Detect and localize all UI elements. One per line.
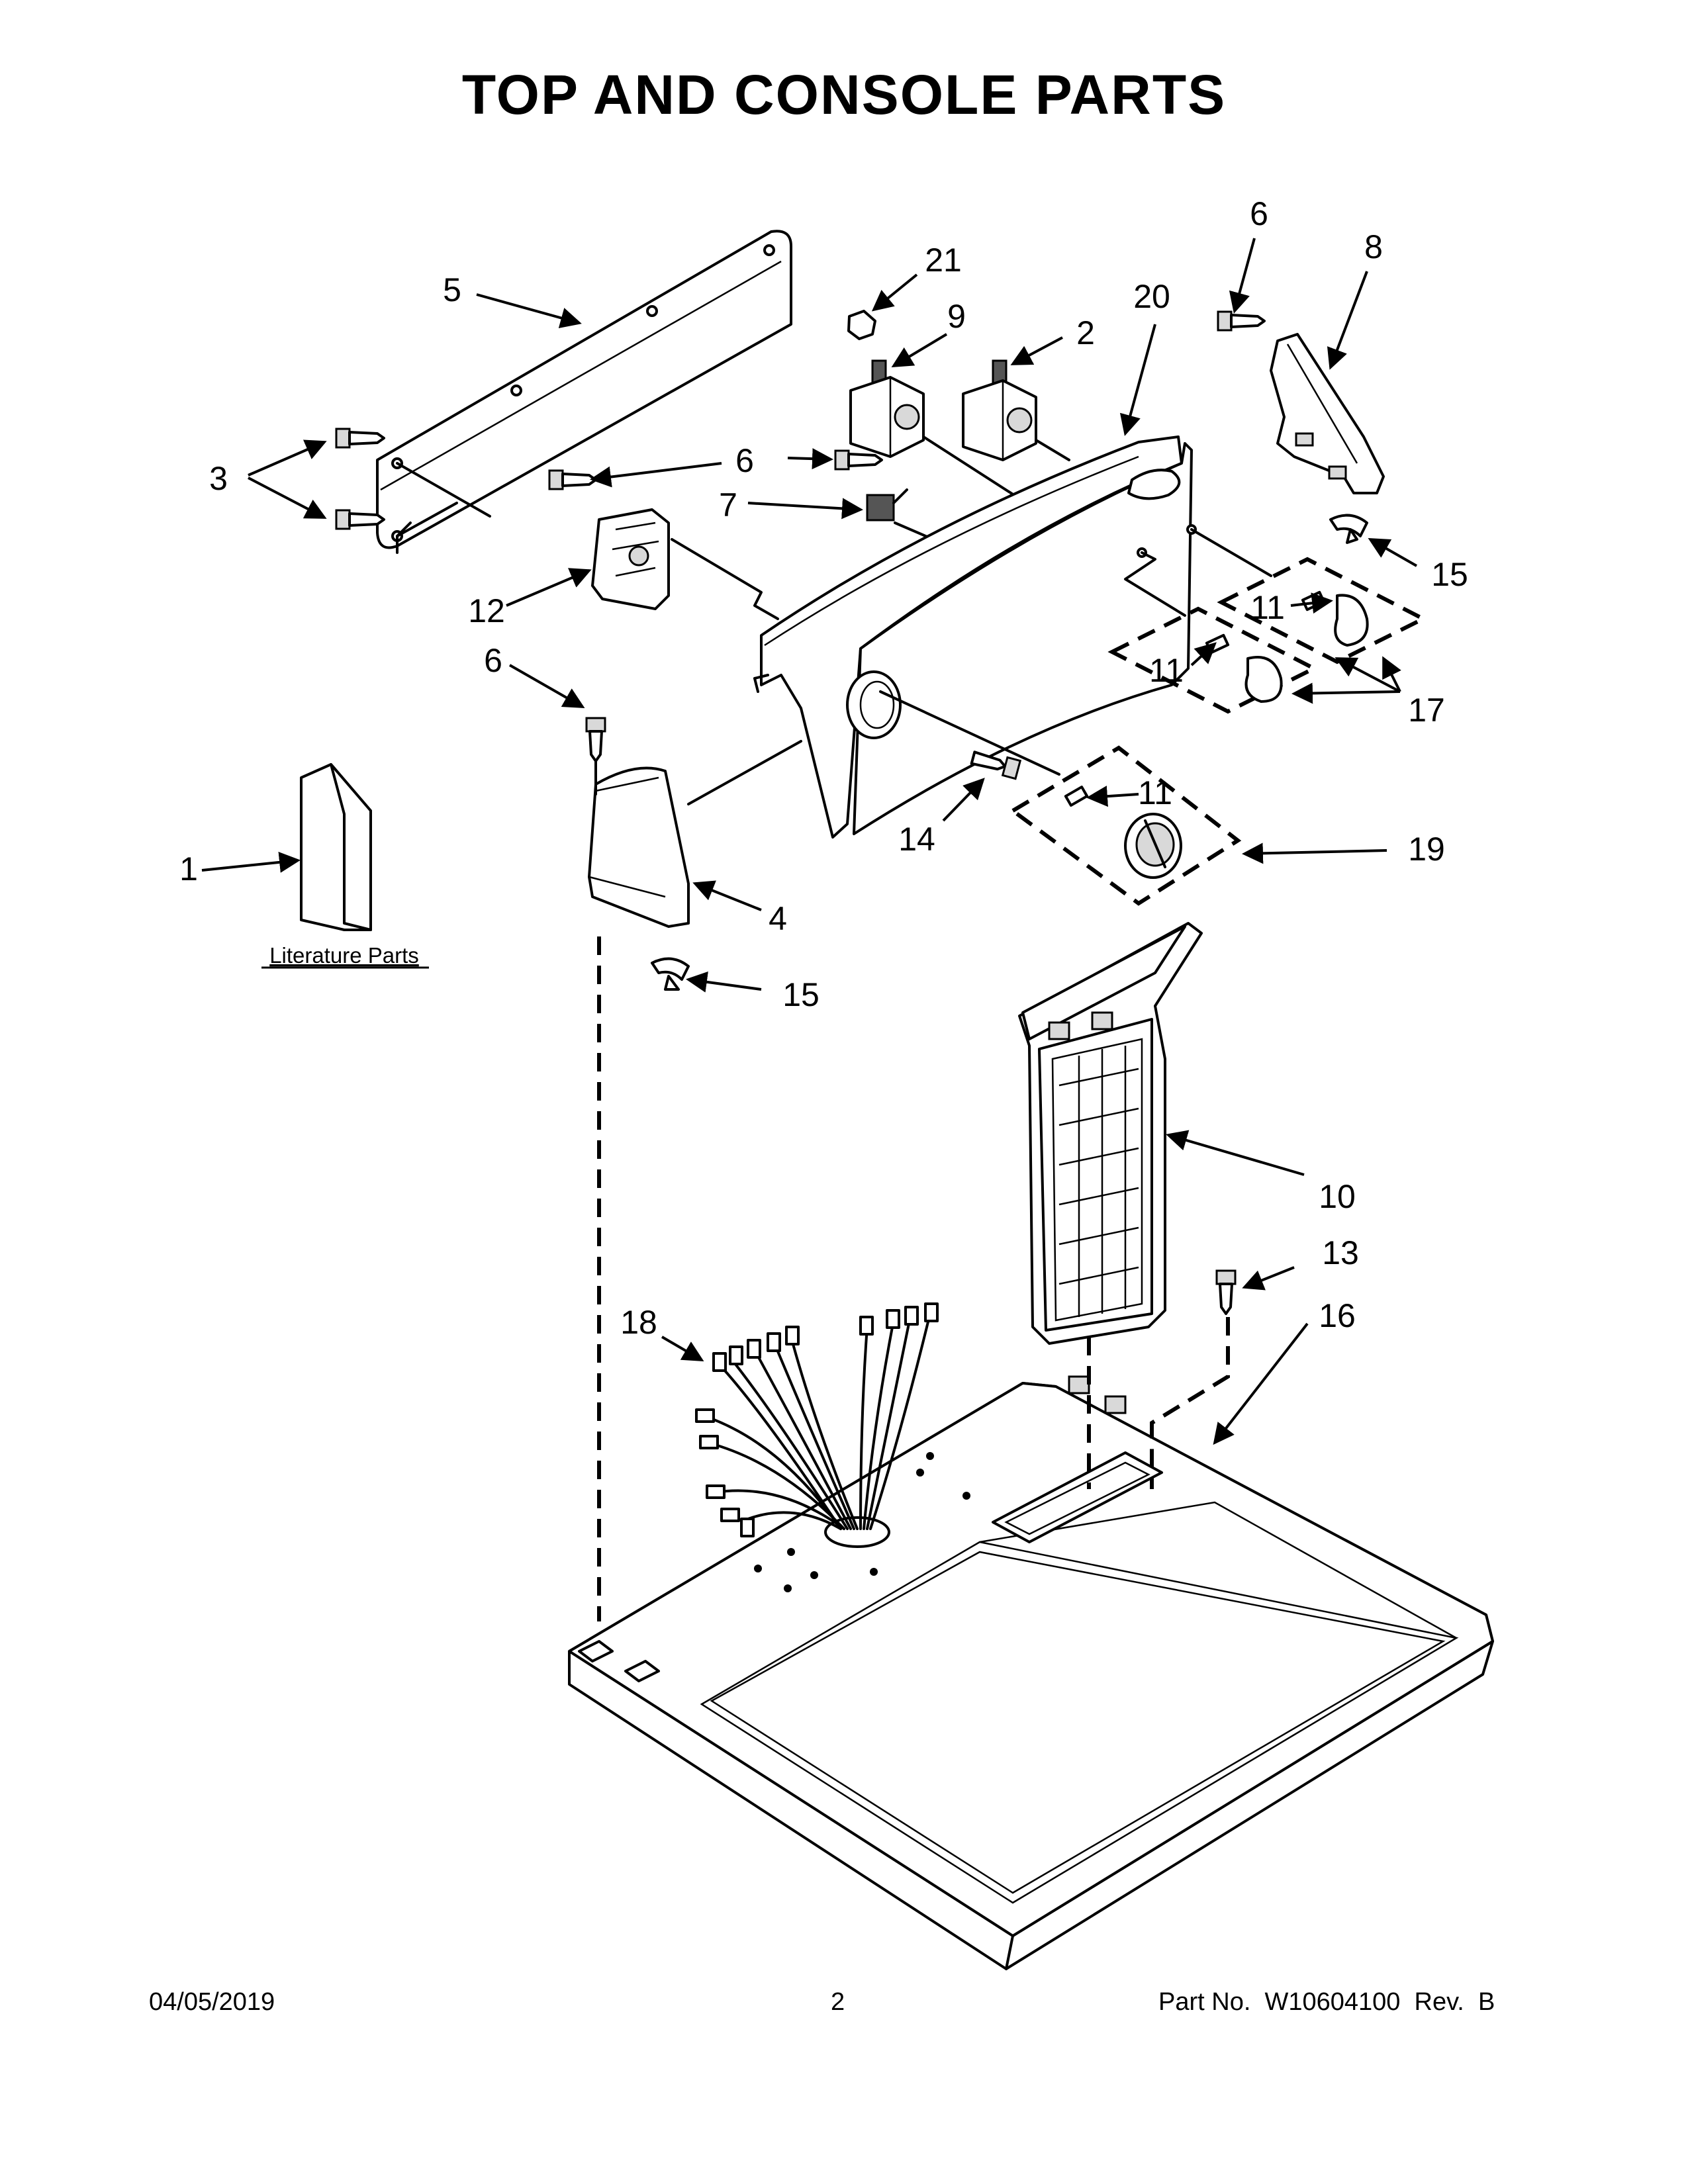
switch-part-9 (849, 359, 1017, 498)
footer-page-number: 2 (831, 1988, 845, 2016)
literature-part-1 (300, 763, 372, 931)
bracket-part-8 (1270, 333, 1385, 494)
screws-part-3 (335, 428, 491, 537)
callout-15-right: 15 (1431, 556, 1468, 593)
callout-6-center: 6 (735, 442, 754, 479)
callout-1: 1 (179, 850, 198, 887)
callout-4: 4 (769, 900, 787, 937)
callout-13: 13 (1322, 1234, 1359, 1271)
timer-part-12 (591, 508, 779, 620)
callout-20: 20 (1133, 278, 1170, 315)
screw-part-6-right (1217, 310, 1266, 332)
callout-2: 2 (1076, 314, 1095, 351)
callout-9: 9 (947, 298, 966, 335)
literature-parts-label: Literature Parts (269, 943, 419, 968)
clip-part-15-left (651, 957, 690, 991)
callout-6-right: 6 (1250, 195, 1268, 232)
callout-18: 18 (620, 1304, 657, 1341)
knob-part-21 (847, 310, 876, 340)
switch-part-2 (962, 359, 1070, 461)
screw-part-6-left (548, 469, 597, 490)
lint-screen-part-10 (1018, 922, 1203, 1345)
callout-14: 14 (898, 821, 935, 858)
page-title: TOP AND CONSOLE PARTS (461, 64, 1227, 126)
leader-arrows (201, 238, 1417, 1445)
callout-11-middle: 11 (1149, 652, 1184, 689)
callout-12: 12 (468, 592, 505, 629)
callout-11-upper: 11 (1250, 589, 1285, 626)
callout-7: 7 (719, 486, 737, 523)
footer-part-number: Part No. W10604100 Rev. B (1158, 1988, 1495, 2016)
knob-part-19 (1009, 745, 1242, 906)
callout-3: 3 (209, 460, 228, 497)
endcap-part-4 (588, 740, 802, 928)
callout-15-left: 15 (782, 976, 820, 1013)
footer-date: 04/05/2019 (149, 1988, 275, 2016)
screw-part-6-center (834, 449, 883, 471)
shaft-line (879, 690, 1060, 776)
rear-panel-part-5 (376, 230, 792, 554)
callout-labels: 1 2 3 4 5 6 6 6 7 8 9 10 11 11 11 12 13 … (179, 195, 1468, 1341)
callout-5: 5 (443, 271, 461, 308)
callout-8: 8 (1364, 228, 1383, 265)
top-part-16 (568, 1375, 1494, 1970)
callout-17: 17 (1408, 692, 1445, 729)
screw-part-14 (970, 751, 1022, 780)
clip-part-15-right (1329, 514, 1368, 544)
clip-part-7 (866, 488, 935, 541)
callout-6-left: 6 (484, 642, 502, 679)
screw-part-6-endcap (585, 717, 606, 762)
screw-part-13 (1215, 1269, 1237, 1315)
wire-harness-part-18 (695, 1302, 939, 1537)
callout-16: 16 (1319, 1297, 1356, 1334)
callout-10: 10 (1319, 1178, 1356, 1215)
callout-21: 21 (925, 242, 962, 279)
callout-19: 19 (1408, 831, 1445, 868)
callout-11-lower: 11 (1138, 774, 1172, 811)
console-part-20 (753, 435, 1272, 839)
assembly-lines (597, 936, 1230, 1621)
